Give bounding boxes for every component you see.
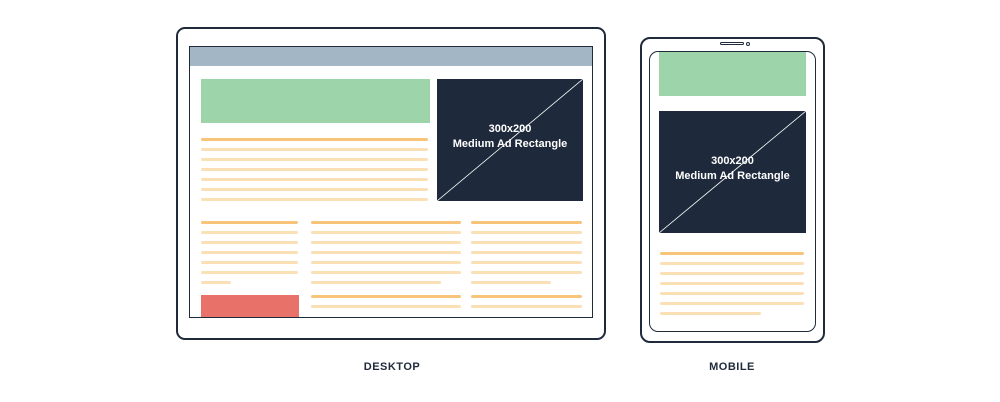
text-line xyxy=(311,221,461,224)
text-line xyxy=(201,231,298,234)
text-line xyxy=(471,281,551,284)
text-line xyxy=(201,251,298,254)
mobile-screen: 300x200 Medium Ad Rectangle xyxy=(649,51,816,332)
desktop-ad-rectangle: 300x200 Medium Ad Rectangle xyxy=(437,79,583,201)
text-line xyxy=(201,198,428,201)
text-line xyxy=(201,221,298,224)
mobile-ad-size: 300x200 xyxy=(711,155,754,167)
mobile-ad-rectangle: 300x200 Medium Ad Rectangle xyxy=(659,111,806,233)
text-line xyxy=(471,305,582,308)
text-line xyxy=(201,261,298,264)
text-line xyxy=(660,252,804,255)
browser-bar xyxy=(190,47,592,66)
desktop-ad-size: 300x200 xyxy=(488,123,532,135)
desktop-ad-text: 300x200 Medium Ad Rectangle xyxy=(437,122,583,152)
text-line xyxy=(660,282,804,285)
text-line xyxy=(311,295,461,298)
text-line xyxy=(660,262,804,265)
text-line xyxy=(471,271,582,274)
mobile-hero-block xyxy=(659,52,806,96)
text-line xyxy=(660,302,804,305)
desktop-accent-block xyxy=(201,295,299,317)
text-line xyxy=(201,168,428,171)
text-line xyxy=(660,272,804,275)
text-line xyxy=(311,281,441,284)
mobile-ad-label: Medium Ad Rectangle xyxy=(675,170,790,182)
text-line xyxy=(471,295,582,298)
text-line xyxy=(311,305,461,308)
desktop-hero-block xyxy=(201,79,430,123)
mobile-ad-diagonal xyxy=(659,111,806,233)
desktop-ad-diagonal xyxy=(437,79,583,201)
text-line xyxy=(311,271,461,274)
text-line xyxy=(201,148,428,151)
text-line xyxy=(311,241,461,244)
text-line xyxy=(471,241,582,244)
mobile-ad-text: 300x200 Medium Ad Rectangle xyxy=(659,154,806,184)
text-line xyxy=(660,292,804,295)
desktop-screen: 300x200 Medium Ad Rectangle xyxy=(189,46,593,318)
text-line xyxy=(201,271,298,274)
text-line xyxy=(201,281,231,284)
text-line xyxy=(471,251,582,254)
text-line xyxy=(471,261,582,264)
text-line xyxy=(311,251,461,254)
mobile-camera-icon xyxy=(746,42,750,46)
text-line xyxy=(311,231,461,234)
mobile-speaker-icon xyxy=(720,42,744,45)
desktop-caption: DESKTOP xyxy=(363,361,421,373)
text-line xyxy=(201,188,428,191)
text-line xyxy=(471,231,582,234)
text-line xyxy=(201,138,428,141)
text-line xyxy=(201,158,428,161)
text-line xyxy=(311,261,461,264)
text-line xyxy=(471,221,582,224)
text-line xyxy=(201,178,428,181)
mobile-caption: MOBILE xyxy=(709,361,755,373)
desktop-ad-label: Medium Ad Rectangle xyxy=(452,138,568,150)
text-line xyxy=(201,241,298,244)
text-line xyxy=(660,312,761,315)
